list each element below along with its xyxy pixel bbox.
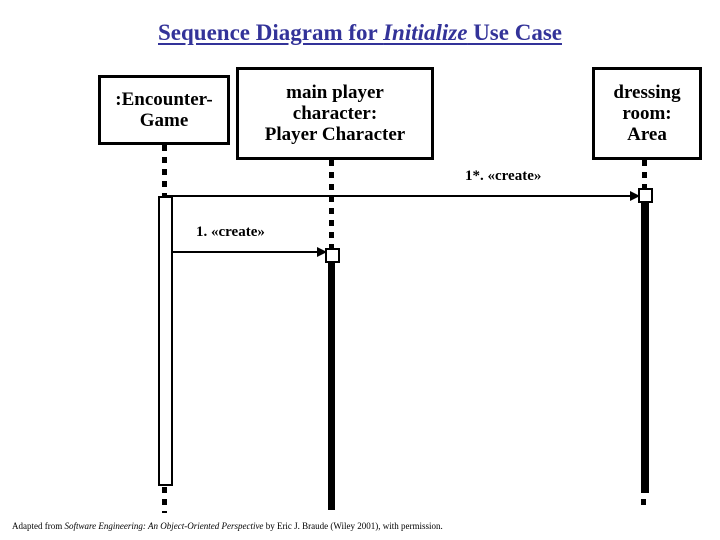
- participant-label-line: main player: [286, 81, 384, 103]
- footer-book-title: Software Engineering: An Object-Oriented…: [64, 521, 264, 531]
- create-marker-main-player-character: [325, 248, 340, 263]
- message-arrowhead-1-create: [317, 247, 327, 257]
- page-title-italic: Initialize: [383, 20, 468, 45]
- participant-label-line: room:: [622, 102, 672, 124]
- lifeline-dashed-main-player-character: [329, 160, 334, 250]
- participant-label-line: Area: [627, 124, 667, 146]
- lifeline-dashed-encounter-game: [162, 145, 167, 197]
- message-label-1-create: 1. «create»: [196, 224, 265, 240]
- participant-box-main-player-character[interactable]: main player character: Player Character: [236, 67, 434, 160]
- footer-attribution: Adapted from Software Engineering: An Ob…: [12, 521, 443, 531]
- create-marker-dressing-room: [638, 188, 653, 203]
- message-label-1-star-create: 1*. «create»: [465, 168, 542, 184]
- lifeline-dashed-dressing-room: [642, 160, 647, 190]
- participant-label-line: Game: [139, 110, 189, 131]
- activation-bar-encounter-game: [158, 196, 173, 486]
- message-line-1-star-create: [165, 195, 633, 197]
- footer-suffix: by Eric J. Braude (Wiley 2001), with per…: [263, 521, 443, 531]
- participant-box-encounter-game[interactable]: :Encounter- Game: [98, 75, 230, 145]
- footer-prefix: Adapted from: [12, 521, 65, 531]
- message-arrowhead-1-star-create: [630, 191, 640, 201]
- page-title-suffix: Use Case: [467, 20, 562, 45]
- message-line-1-create: [172, 251, 320, 253]
- participant-box-dressing-room[interactable]: dressing room: Area: [592, 67, 702, 160]
- participant-label-line: :Encounter-: [115, 88, 213, 110]
- lifeline-dashed-tail-encounter-game: [162, 487, 167, 513]
- activation-bar-main-player-character: [328, 262, 335, 510]
- page-title-prefix: Sequence Diagram for: [158, 20, 384, 45]
- participant-label-line: character:: [292, 102, 378, 124]
- lifeline-dashed-tail-dressing-room: [641, 499, 646, 507]
- activation-bar-dressing-room: [641, 202, 649, 493]
- page-title: Sequence Diagram for Initialize Use Case: [0, 20, 720, 46]
- participant-label-line: dressing: [613, 81, 681, 103]
- participant-label-line: Player Character: [264, 124, 406, 146]
